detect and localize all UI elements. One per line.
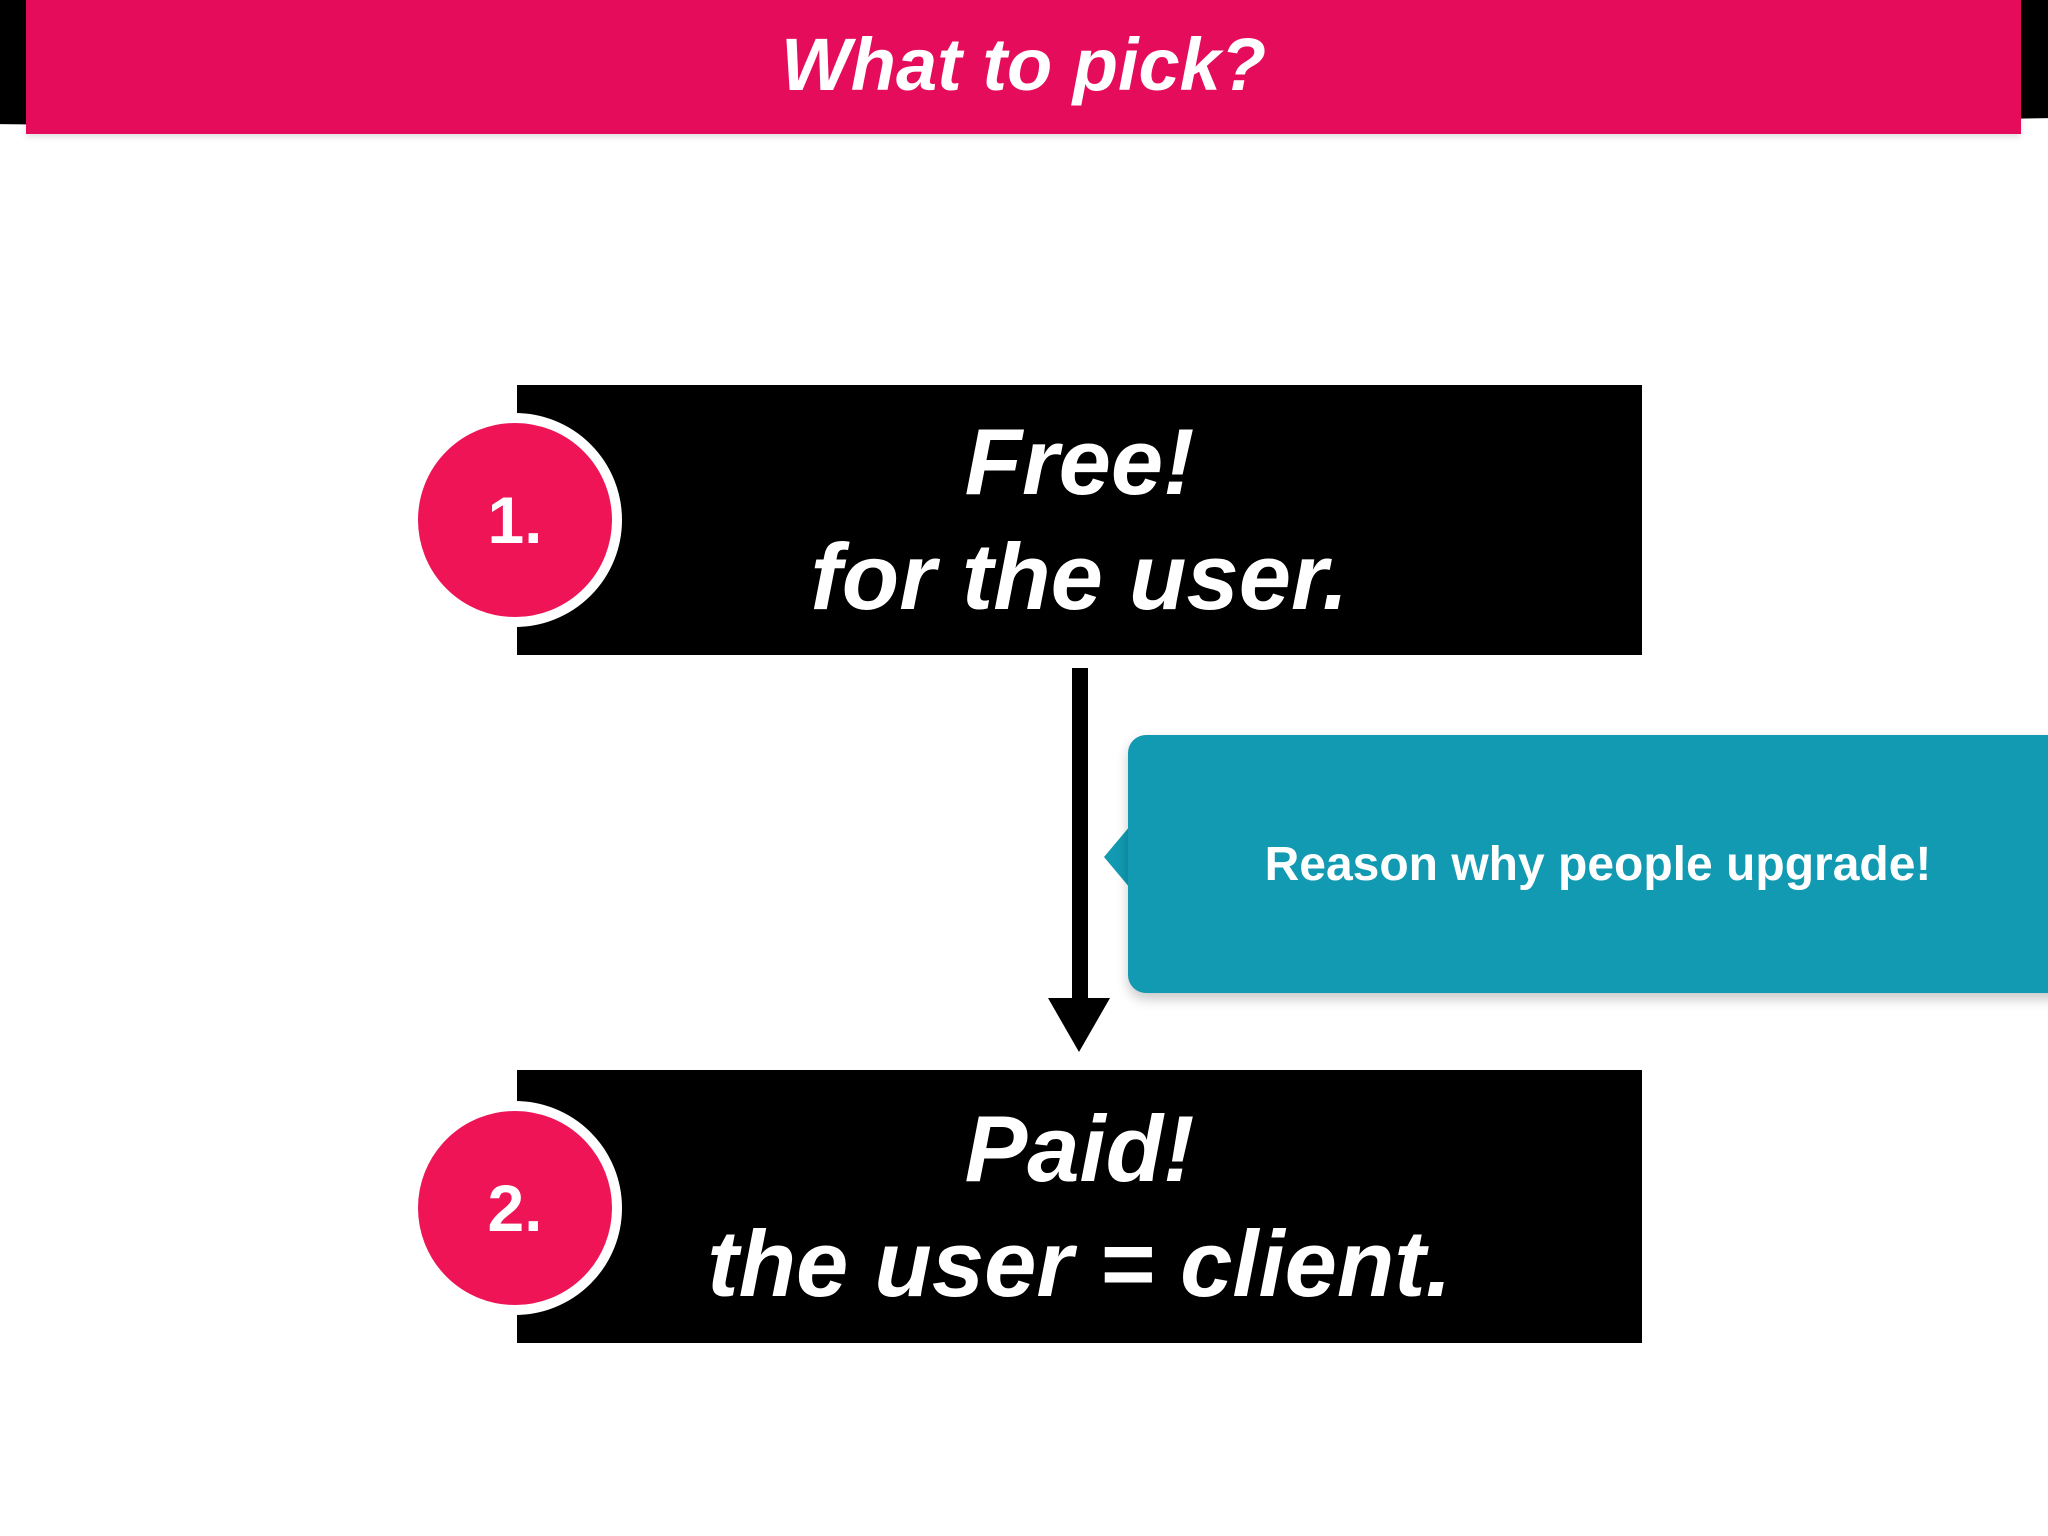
flow-arrow-line <box>1072 668 1088 1006</box>
step-2-badge: 2. <box>408 1101 622 1315</box>
option-paid-subtitle: the user = client. <box>707 1210 1452 1316</box>
flow-arrow-head-icon <box>1048 998 1110 1052</box>
step-2-number: 2. <box>487 1171 543 1245</box>
option-paid-title: Paid! <box>964 1095 1195 1201</box>
option-free-title: Free! <box>964 409 1195 515</box>
step-1-badge: 1. <box>408 413 622 627</box>
option-box-free: Free! for the user. <box>517 385 1642 655</box>
option-box-paid: Paid! the user = client. <box>517 1070 1642 1343</box>
upgrade-callout: Reason why people upgrade! <box>1128 735 2048 993</box>
page-title: What to pick? <box>780 22 1267 106</box>
upgrade-callout-text: Reason why people upgrade! <box>1264 837 1932 891</box>
header-bar: What to pick? <box>26 0 2021 134</box>
callout-tail-icon <box>1104 826 1130 888</box>
option-free-subtitle: for the user. <box>810 524 1349 629</box>
step-1-number: 1. <box>487 483 543 557</box>
